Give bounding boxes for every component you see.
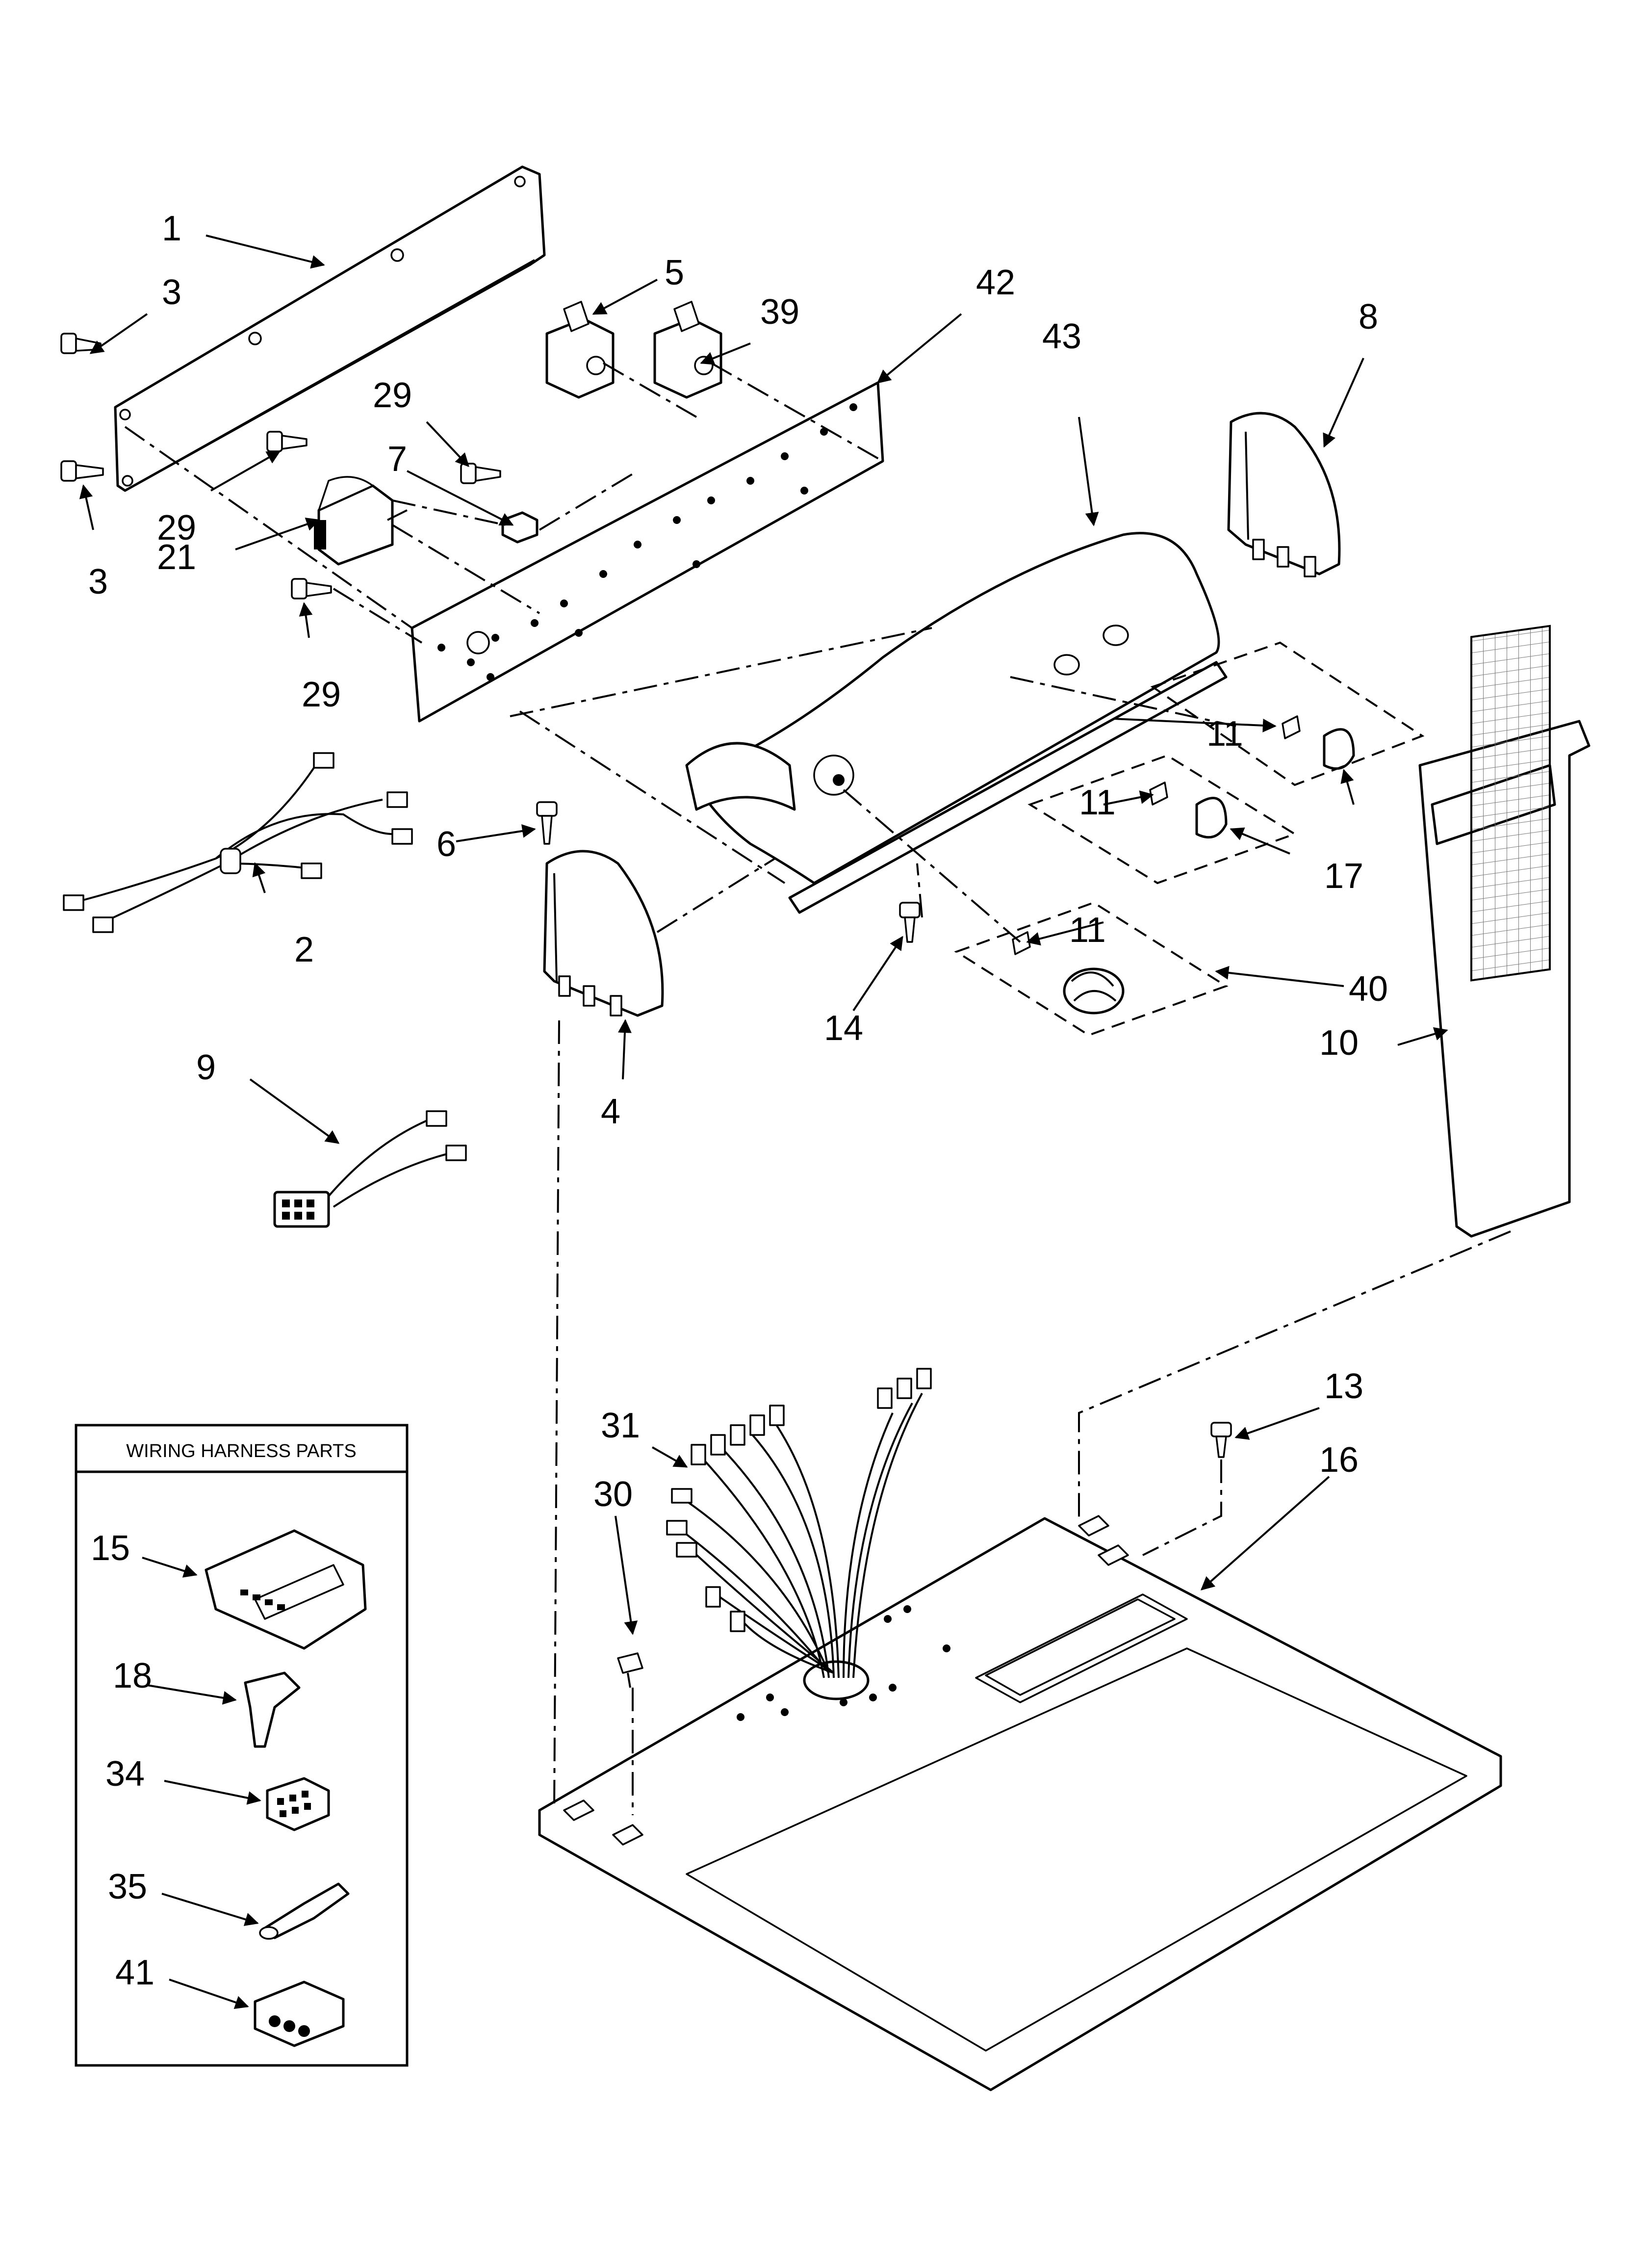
callout-30: 30 — [593, 1475, 633, 1514]
screw-part-29b — [460, 463, 501, 484]
screw-part-13 — [1210, 1422, 1232, 1458]
callout-7: 7 — [387, 440, 407, 479]
rear-panel-part — [114, 165, 546, 492]
callout-8: 8 — [1359, 297, 1378, 337]
callout-6: 6 — [436, 825, 456, 864]
clip-part — [501, 511, 539, 544]
knob-part-40 — [1063, 967, 1125, 1015]
terminal-block-part-15 — [142, 1529, 367, 1650]
lint-screen-part — [1418, 625, 1591, 1238]
screw-part-29c — [291, 578, 332, 600]
callout-29a: 29 — [157, 508, 196, 547]
callout-18: 18 — [113, 1656, 152, 1695]
terminal-part-35 — [161, 1882, 350, 1940]
console-part — [685, 532, 1228, 914]
wiring-harness-inset: WIRING HARNESS PARTS — [75, 1424, 409, 2067]
screw-part-14 — [899, 902, 921, 943]
bushing-part-11b — [1149, 782, 1168, 806]
callout-43: 43 — [1042, 317, 1081, 356]
switch-part-39 — [653, 301, 722, 399]
callout-40: 40 — [1349, 969, 1388, 1009]
connector-part-41 — [169, 1979, 345, 2047]
harness-part-9 — [273, 1110, 467, 1228]
screw-part-29a — [266, 431, 308, 452]
console-bracket-part — [410, 381, 884, 723]
bushing-part-11a — [1282, 715, 1301, 739]
callout-17: 17 — [1324, 857, 1363, 896]
callout-11a: 11 — [1206, 714, 1243, 754]
callout-21: 21 — [157, 538, 196, 577]
callout-29c: 29 — [302, 675, 341, 714]
callout-39: 39 — [760, 292, 799, 332]
timer-part — [314, 476, 408, 566]
callout-16: 16 — [1319, 1440, 1359, 1480]
bushing-part-11c — [1012, 931, 1031, 955]
callout-15: 15 — [91, 1529, 130, 1568]
callout-10: 10 — [1319, 1023, 1359, 1063]
screw-part-3b — [60, 460, 104, 482]
inset-title: WIRING HARNESS PARTS — [126, 1441, 356, 1461]
callout-3a: 3 — [162, 273, 181, 312]
callout-arrows — [79, 235, 1448, 1635]
callout-34: 34 — [105, 1754, 145, 1794]
clip-part-30 — [617, 1652, 643, 1688]
callout-9: 9 — [196, 1048, 216, 1087]
leader-lines — [124, 362, 1511, 1815]
callout-35: 35 — [108, 1867, 147, 1906]
knob-part-17a — [1323, 728, 1355, 770]
callout-2: 2 — [294, 930, 314, 969]
screw-part-6 — [536, 801, 558, 845]
callout-42: 42 — [976, 263, 1015, 302]
knob-part-17b — [1195, 797, 1228, 839]
callout-14: 14 — [824, 1009, 863, 1048]
connector-part-34 — [164, 1777, 330, 1831]
callout-1: 1 — [162, 209, 181, 248]
callout-31: 31 — [601, 1406, 640, 1445]
end-cap-right-part — [1227, 412, 1341, 577]
callout-11b: 11 — [1079, 783, 1116, 822]
wire-bundle-part-31 — [666, 1368, 932, 1678]
callout-4: 4 — [601, 1092, 620, 1131]
harness-part-2 — [63, 752, 413, 933]
switch-part-5 — [545, 301, 615, 399]
clip-part-18 — [147, 1671, 301, 1748]
callout-labels: 1 3 3 29 29 7 21 29 5 39 42 43 8 2 6 4 9… — [88, 209, 1388, 1992]
callout-29b: 29 — [373, 376, 412, 415]
end-cap-left-part — [543, 850, 664, 1017]
top-panel-part — [538, 1515, 1502, 2091]
callout-13: 13 — [1324, 1367, 1363, 1406]
callout-5: 5 — [665, 253, 684, 292]
callout-11c: 11 — [1069, 911, 1106, 950]
callout-3b: 3 — [88, 562, 108, 601]
callout-41: 41 — [115, 1953, 154, 1992]
